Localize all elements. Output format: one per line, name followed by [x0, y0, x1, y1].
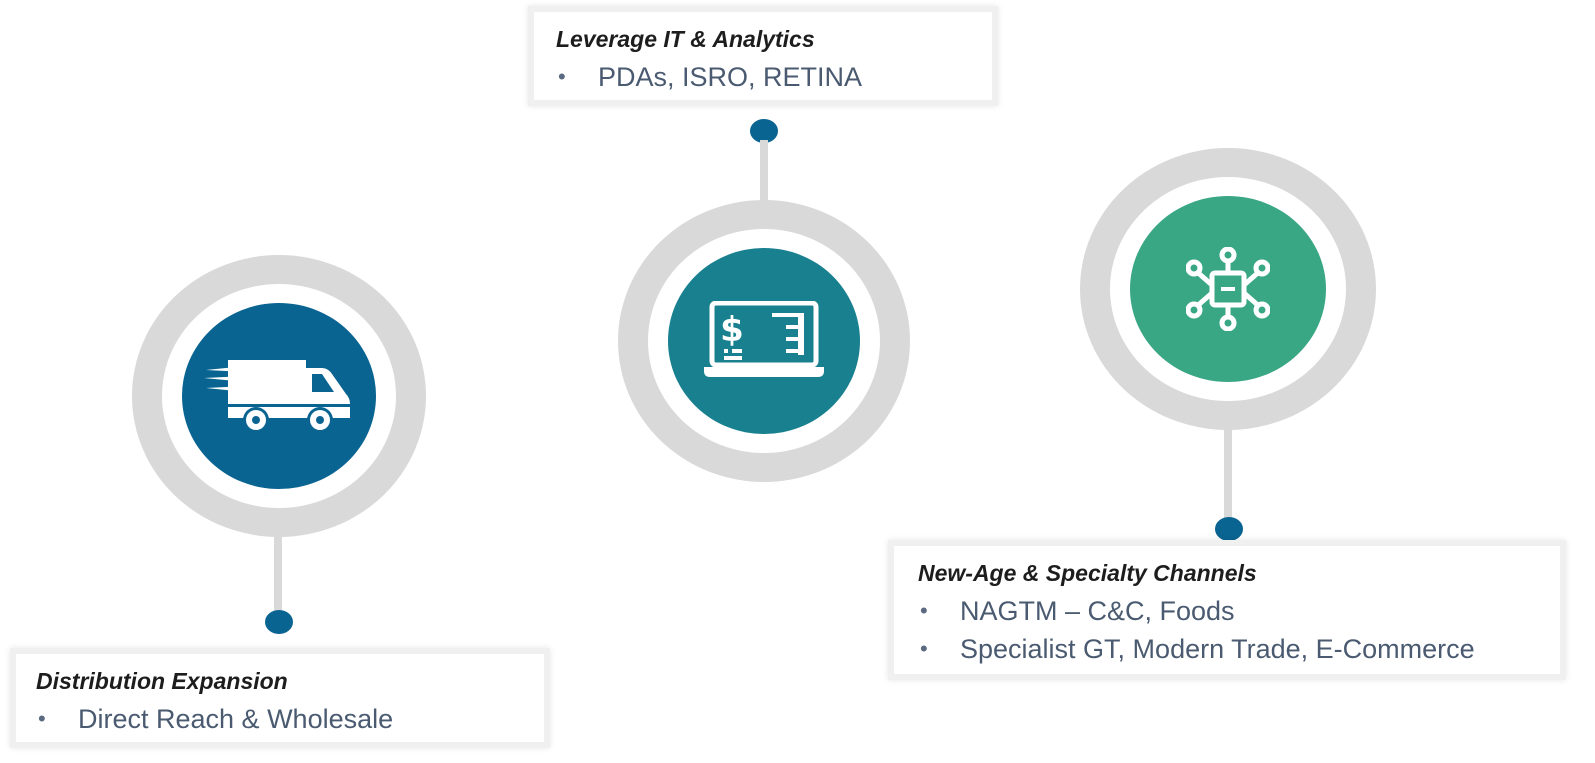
channels-bullet-list: • NAGTM – C&C, Foods • Specialist GT, Mo… [918, 592, 1536, 668]
bullet-glyph: • [920, 598, 928, 623]
network-chip-icon [1186, 247, 1270, 331]
analytics-connector-stem [760, 140, 768, 210]
distribution-title: Distribution Expansion [36, 668, 288, 694]
distribution-connector-stem [274, 530, 282, 616]
analytics-card: Leverage IT & Analytics • PDAs, ISRO, RE… [528, 6, 998, 106]
svg-text:$: $ [720, 310, 744, 350]
analytics-core-circle: $ [668, 248, 860, 434]
laptop-dollar-icon: $ [704, 301, 824, 377]
list-item: • Specialist GT, Modern Trade, E-Commerc… [918, 630, 1536, 668]
bullet-glyph: • [920, 636, 928, 661]
channels-connector-dot [1215, 517, 1243, 541]
bullet-glyph: • [558, 64, 566, 89]
list-item: • Direct Reach & Wholesale [36, 700, 524, 738]
analytics-connector-dot [750, 119, 778, 143]
channels-bullet-text-2: Specialist GT, Modern Trade, E-Commerce [960, 634, 1475, 664]
distribution-bullet-text: Direct Reach & Wholesale [78, 704, 394, 734]
channels-title: New-Age & Specialty Channels [918, 560, 1257, 586]
channels-bullet-text-1: NAGTM – C&C, Foods [960, 596, 1235, 626]
analytics-bullet-list: • PDAs, ISRO, RETINA [556, 58, 970, 96]
channels-connector-stem [1224, 424, 1232, 520]
bullet-glyph: • [38, 706, 46, 731]
distribution-connector-dot [265, 610, 293, 634]
channels-card: New-Age & Specialty Channels • NAGTM – C… [888, 540, 1566, 680]
list-item: • PDAs, ISRO, RETINA [556, 58, 970, 96]
distribution-bullet-list: • Direct Reach & Wholesale [36, 700, 524, 738]
distribution-card: Distribution Expansion • Direct Reach & … [10, 648, 550, 748]
distribution-core-circle [182, 303, 376, 489]
analytics-title: Leverage IT & Analytics [556, 26, 815, 52]
delivery-van-icon [204, 360, 350, 433]
analytics-bullet-text: PDAs, ISRO, RETINA [598, 62, 863, 92]
channels-core-circle [1130, 196, 1326, 382]
list-item: • NAGTM – C&C, Foods [918, 592, 1536, 630]
